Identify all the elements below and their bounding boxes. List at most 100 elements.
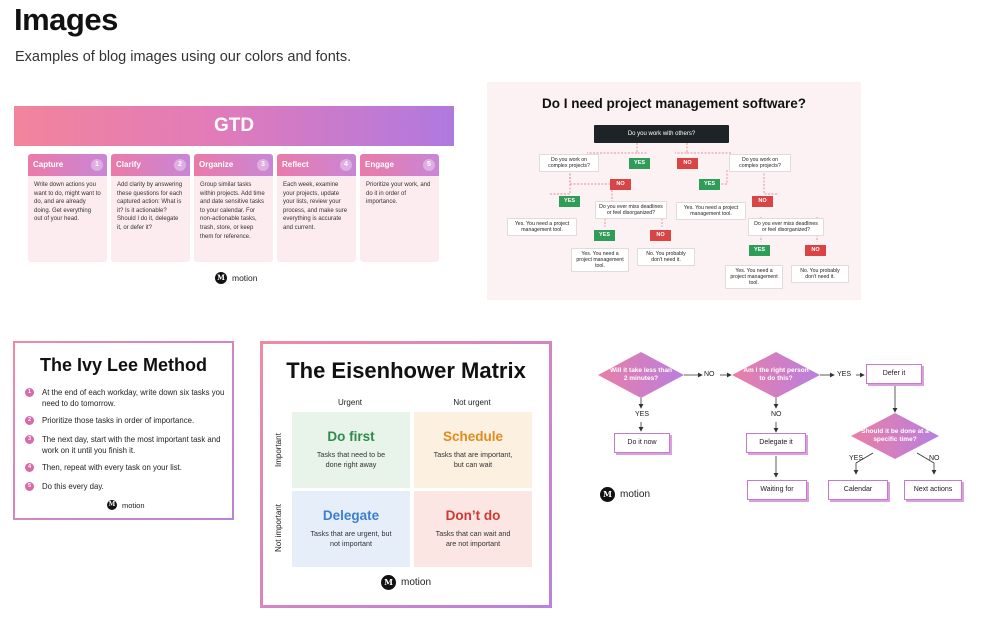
gtd-column-label: Reflect [282, 160, 309, 169]
waiting-for-box: Waiting for [747, 480, 807, 500]
pm-yes-badge: YES [629, 158, 650, 169]
quadrant-description: Tasks that can wait and are not importan… [435, 529, 511, 548]
gtd-step-number: 2 [174, 159, 186, 171]
delegate-it-box: Delegate it [746, 433, 806, 453]
calendar-box: Calendar [828, 480, 888, 500]
gtd-column-organize: Organize 3 Group similar tasks within pro… [194, 154, 273, 262]
pm-answer-noneed: No. You probably don't need it. [791, 265, 849, 283]
pm-deadlines-question: Do you ever miss deadlines or feel disor… [748, 218, 824, 236]
quadrant-schedule: Schedule Tasks that are important, but c… [414, 412, 532, 488]
pm-no-badge: NO [610, 179, 631, 190]
motion-logo-icon: M [381, 575, 396, 590]
pm-deadlines-question: Do you ever miss deadlines or feel disor… [595, 201, 667, 219]
gtd-banner: GTD [14, 106, 454, 146]
gtd-column-label: Organize [199, 160, 234, 169]
ivy-step: 2 Prioritize those tasks in order of impo… [25, 415, 230, 426]
gtd-column-text: Group similar tasks within projects. Add… [194, 176, 273, 262]
pm-answer-need: Yes. You need a project management tool. [507, 218, 577, 236]
ivy-step: 1 At the end of each workday, write down … [25, 387, 230, 409]
gtd-column-label: Engage [365, 160, 394, 169]
pm-complex-question: Do you work on complex projects? [539, 154, 599, 172]
quadrant-delegate: Delegate Tasks that are urgent, but not … [292, 491, 410, 567]
pm-yes-badge: YES [559, 196, 580, 207]
gtd-column-reflect: Reflect 4 Each week, examine your project… [277, 154, 356, 262]
gtd-step-number: 3 [257, 159, 269, 171]
gtd-column-text: Write down actions you want to do, might… [28, 176, 107, 262]
pm-no-badge: NO [805, 245, 826, 256]
decision-diamond [598, 352, 684, 398]
quadrant-dont-do: Don’t do Tasks that can wait and are not… [414, 491, 532, 567]
pm-title: Do I need project management software? [541, 96, 807, 111]
gtd-step-number: 4 [340, 159, 352, 171]
pm-no-badge: NO [650, 230, 671, 241]
motion-logo: M motion [381, 575, 431, 590]
flow-label-no: NO [771, 411, 782, 418]
decision-diamond [732, 352, 820, 398]
pm-yes-badge: YES [594, 230, 615, 241]
decision-question: Am I the right person to do this? [743, 367, 809, 382]
quadrant-title: Schedule [442, 429, 504, 444]
pm-answer-need: Yes. You need a project management tool. [676, 202, 746, 220]
ivy-step-number: 1 [25, 388, 34, 397]
motion-logo-text: motion [401, 577, 432, 588]
page-subtitle: Examples of blog images using our colors… [15, 49, 352, 65]
defer-it-box: Defer it [866, 364, 922, 384]
motion-logo-icon: M [600, 487, 615, 502]
gtd-column-label: Capture [33, 160, 64, 169]
pm-answer-need: Yes. You need a project management tool. [571, 248, 629, 272]
next-actions-box: Next actions [904, 480, 962, 500]
pm-complex-question: Do you work on complex projects? [729, 154, 791, 172]
motion-logo: M motion [107, 500, 145, 510]
motion-logo: M motion [215, 272, 258, 284]
pm-no-badge: NO [752, 196, 773, 207]
pm-no-badge: NO [677, 158, 698, 169]
flow-label-yes: YES [635, 411, 650, 418]
column-header-urgent: Urgent [337, 398, 362, 407]
row-header-not-important: Not important [274, 503, 283, 552]
quadrant-title: Delegate [322, 508, 380, 523]
flow-diagram-shapes [598, 352, 939, 478]
ivy-step-text: Prioritize those tasks in order of impor… [42, 416, 195, 425]
ivy-step-number: 5 [25, 482, 34, 491]
row-header-important: Important [274, 433, 283, 467]
pm-yes-badge: YES [699, 179, 720, 190]
gtd-column-text: Add clarity by answering these questions… [111, 176, 190, 262]
ivy-step-text: Do this every day. [42, 482, 104, 491]
pm-flowchart-image[interactable]: Do I need project management software? D… [487, 82, 861, 300]
flow-label-yes: YES [849, 455, 864, 462]
decision-question: Will it take less than 2 minutes? [609, 367, 673, 382]
eisenhower-matrix-image[interactable]: The Eisenhower Matrix Urgent Not urgent … [260, 341, 552, 608]
ivy-step-text: At the end of each workday, write down s… [42, 388, 225, 408]
ivy-step-number: 3 [25, 435, 34, 444]
pm-yes-badge: YES [749, 245, 770, 256]
ivy-step-text: The next day, start with the most import… [42, 435, 221, 455]
flow-label-yes: YES [837, 371, 852, 378]
gtd-step-number: 5 [423, 159, 435, 171]
motion-logo-text: motion [122, 500, 145, 510]
ivy-step: 3 The next day, start with the most impor… [25, 434, 230, 456]
gtd-column-clarify: Clarify 2 Add clarity by answering these … [111, 154, 190, 262]
ivy-step-number: 2 [25, 416, 34, 425]
quadrant-description: Tasks that are important, but can wait [433, 450, 513, 469]
pm-answer-noneed: No. You probably don't need it. [637, 248, 695, 266]
ivy-step-text: Then, repeat with every task on your lis… [42, 463, 182, 472]
quadrant-title: Do first [327, 429, 375, 444]
quadrant-do-first: Do first Tasks that need to be done righ… [292, 412, 410, 488]
ivy-step: 5 Do this every day. [25, 481, 230, 492]
motion-logo: M motion [600, 487, 650, 502]
task-decision-flow-image[interactable]: Will it take less than 2 minutes? Am I t… [594, 346, 974, 516]
pm-connector-lines [549, 143, 818, 242]
decision-question: Should it be done at a specific time? [861, 428, 929, 443]
motion-logo-text: motion [232, 273, 258, 283]
pm-root-question: Do you work with others? [594, 125, 729, 143]
quadrant-description: Tasks that need to be done right away [316, 450, 386, 469]
motion-logo-text: motion [620, 489, 651, 500]
gtd-column-text: Each week, examine your projects, update… [277, 176, 356, 262]
quadrant-description: Tasks that are urgent, but not important [310, 529, 392, 548]
gtd-column-label: Clarify [116, 160, 141, 169]
